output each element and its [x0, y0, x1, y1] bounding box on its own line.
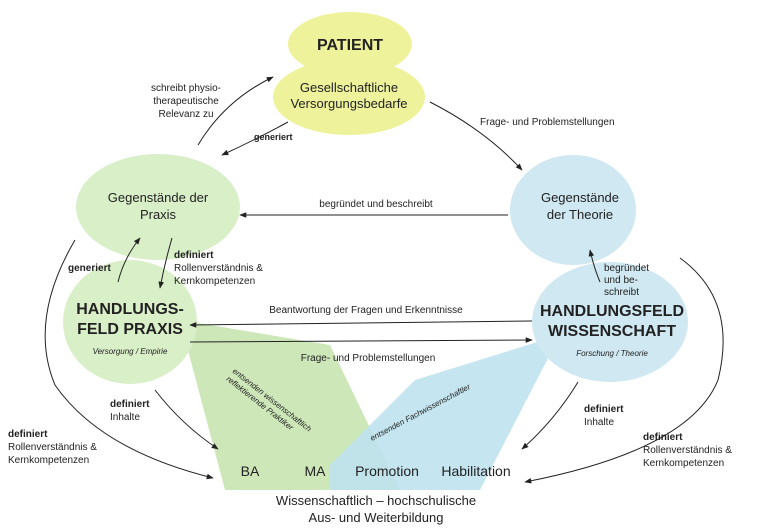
needs-ellipse: [273, 59, 425, 135]
blue-band: [330, 335, 560, 490]
practice-field-ellipse: [63, 260, 197, 384]
svg-text:Forschung / Theorie: Forschung / Theorie: [576, 349, 648, 358]
theory-objects-ellipse: [510, 155, 636, 265]
svg-text:Versorgungsbedarfe: Versorgungsbedarfe: [290, 96, 407, 111]
svg-text:Gegenstände: Gegenstände: [541, 190, 619, 205]
arrow-needs-to-theory: [429, 101, 523, 171]
svg-text:schreibt physio-: schreibt physio-: [151, 83, 221, 94]
arrow-definiert-rollen: [158, 237, 173, 289]
label-inhalte-right: definiert Inhalte: [584, 404, 624, 428]
svg-text:Inhalte: Inhalte: [584, 417, 614, 428]
theory-objects-label: Gegenstände der Theorie: [541, 190, 619, 222]
arrow-frage-mid: [189, 337, 533, 343]
svg-text:FELD PRAXIS: FELD PRAXIS: [77, 321, 183, 338]
svg-text:Versorgung / Empirie: Versorgung / Empirie: [93, 347, 168, 356]
svg-text:schreibt: schreibt: [604, 287, 639, 298]
education-caption: Wissenschaftlich – hochschulische Aus- u…: [276, 493, 476, 525]
practice-field-label: HANDLUNGS- FELD PRAXIS Versorgung / Empi…: [76, 301, 184, 356]
practice-objects-label: Gegenstände der Praxis: [108, 190, 209, 222]
label-outer-left: definiert Rollenverständnis & Kernkompet…: [8, 429, 97, 466]
svg-text:Kernkompetenzen: Kernkompetenzen: [174, 276, 255, 287]
label-outer-right: definiert Rollenverständnis & Kernkompet…: [643, 432, 732, 469]
practice-objects-ellipse: [76, 154, 240, 260]
svg-text:Aus- und Weiterbildung: Aus- und Weiterbildung: [309, 510, 444, 525]
science-field-ellipse: [532, 262, 688, 382]
label-begruendet-right: begründet und be- schreibt: [604, 263, 649, 298]
green-band: [180, 320, 400, 490]
needs-label: Gesellschaftliche Versorgungsbedarfe: [290, 80, 407, 111]
svg-text:definiert: definiert: [8, 429, 48, 440]
svg-text:Wissenschaftlich – hochschulis: Wissenschaftlich – hochschulische: [276, 493, 476, 508]
svg-text:Kernkompetenzen: Kernkompetenzen: [643, 458, 724, 469]
svg-text:definiert: definiert: [174, 250, 214, 261]
svg-text:definiert: definiert: [584, 404, 624, 415]
svg-text:Inhalte: Inhalte: [110, 412, 140, 423]
svg-text:und be-: und be-: [604, 275, 638, 286]
arrow-needs-generiert: [221, 121, 289, 156]
svg-text:Rollenverständnis &: Rollenverständnis &: [8, 442, 97, 453]
svg-text:definiert: definiert: [643, 432, 683, 443]
label-schreibt: schreibt physio- therapeutische Relevanz…: [151, 83, 221, 120]
label-begruendet: begründet und beschreibt: [319, 199, 433, 210]
arrow-outer-left: [44, 239, 214, 480]
svg-text:WISSENSCHAFT: WISSENSCHAFT: [548, 323, 676, 340]
svg-text:therapeutische: therapeutische: [153, 96, 219, 107]
arrow-inhalte-left: [154, 389, 219, 450]
label-generiert-left: generiert: [68, 263, 111, 274]
label-definiert-rollen: definiert Rollenverständnis & Kernkompet…: [174, 250, 263, 287]
label-generiert-top: generiert: [254, 132, 293, 142]
label-inhalte-left: definiert Inhalte: [110, 399, 150, 423]
arrow-outer-right: [524, 257, 724, 484]
degree-habilitation: Habilitation: [441, 463, 510, 479]
label-frage-top: Frage- und Problemstellungen: [480, 117, 615, 128]
svg-text:Gegenstände der: Gegenstände der: [108, 190, 209, 205]
svg-text:definiert: definiert: [110, 399, 150, 410]
svg-text:begründet: begründet: [604, 263, 649, 274]
arrow-science-to-theory: [588, 249, 601, 283]
degree-ba: BA: [241, 463, 260, 479]
arrow-practice-to-needs: [197, 76, 274, 146]
science-field-label: HANDLUNGSFELD WISSENSCHAFT Forschung / T…: [540, 303, 684, 358]
degree-ma: MA: [305, 463, 327, 479]
svg-text:Relevanz zu: Relevanz zu: [158, 109, 213, 120]
patient-title: PATIENT: [317, 37, 383, 54]
svg-text:Rollenverständnis &: Rollenverständnis &: [643, 445, 732, 456]
label-beantwortung: Beantwortung der Fragen und Erkenntnisse: [269, 305, 463, 316]
patient-ellipse: [288, 12, 412, 76]
svg-text:Praxis: Praxis: [140, 207, 177, 222]
svg-text:Gesellschaftliche: Gesellschaftliche: [300, 80, 398, 95]
label-frage-mid: Frage- und Problemstellungen: [301, 353, 436, 364]
svg-text:Rollenverständnis &: Rollenverständnis &: [174, 263, 263, 274]
svg-text:Kernkompetenzen: Kernkompetenzen: [8, 455, 89, 466]
arrow-beantwortung: [189, 320, 533, 328]
svg-text:HANDLUNGSFELD: HANDLUNGSFELD: [540, 303, 684, 320]
degree-promotion: Promotion: [355, 463, 419, 479]
svg-text:HANDLUNGS-: HANDLUNGS-: [76, 301, 184, 318]
arrow-inhalte-right: [521, 381, 579, 450]
svg-text:der Theorie: der Theorie: [547, 207, 613, 222]
arrow-field-generiert: [117, 237, 141, 283]
